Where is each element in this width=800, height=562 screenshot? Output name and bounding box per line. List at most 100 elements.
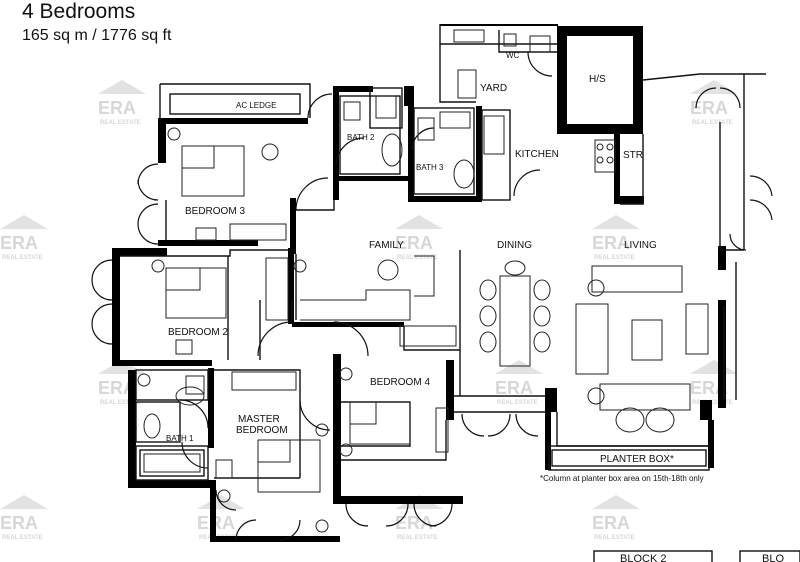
plant <box>587 279 605 297</box>
svg-text:ERA: ERA <box>0 233 38 253</box>
block-tab-box <box>593 550 713 562</box>
era-watermark: ERA REAL ESTATE <box>592 495 640 541</box>
window-swing <box>515 413 539 437</box>
window-swing <box>91 303 113 325</box>
svg-text:REAL ESTATE: REAL ESTATE <box>100 120 141 126</box>
svg-text:REAL ESTATE: REAL ESTATE <box>594 535 635 541</box>
window-swing <box>137 203 159 225</box>
wardrobe <box>265 257 289 321</box>
svg-text:REAL ESTATE: REAL ESTATE <box>2 255 43 261</box>
window-swing <box>429 503 453 527</box>
svg-text:REAL ESTATE: REAL ESTATE <box>692 120 733 126</box>
window-swing <box>137 223 159 245</box>
window-swing <box>137 179 159 201</box>
svg-text:REAL ESTATE: REAL ESTATE <box>594 255 635 261</box>
chair <box>261 143 279 161</box>
door-swing <box>719 87 741 109</box>
plan-title: 4 Bedrooms <box>22 0 136 23</box>
door-swing <box>411 127 435 151</box>
svg-text:ERA: ERA <box>592 513 630 533</box>
counter <box>439 111 471 129</box>
door-swing <box>335 137 365 167</box>
window-swing <box>235 519 257 541</box>
door-swing <box>513 169 541 197</box>
label-wc: WC <box>506 51 520 60</box>
tv-console <box>599 383 691 411</box>
door-swing <box>257 321 293 357</box>
room-labels: AC LEDGE BATH 2 BATH 3 WC YARD H/S KITCH… <box>166 51 704 483</box>
sofa <box>300 289 411 321</box>
svg-text:REAL ESTATE: REAL ESTATE <box>397 535 438 541</box>
window-swing <box>729 233 747 251</box>
label-hs: H/S <box>589 74 606 85</box>
coffee-table <box>631 319 663 361</box>
era-watermark: ERA REAL ESTATE <box>395 215 443 261</box>
dining-table <box>499 275 531 367</box>
bathtub <box>381 133 403 167</box>
window-swing <box>345 503 369 527</box>
walls <box>112 24 726 542</box>
door-swing <box>299 399 331 431</box>
bed <box>349 401 411 445</box>
block-tab-label: BLOCK 2 <box>620 553 666 562</box>
bed <box>165 267 227 319</box>
door-swings <box>91 51 773 541</box>
watermark-layer: ERA REAL ESTATE ERA REAL ESTATE ERA REAL… <box>0 80 738 541</box>
block-tabs: BLOCK 2 BLO <box>593 550 800 562</box>
label-bedroom2: BEDROOM 2 <box>168 327 228 338</box>
era-watermark: ERA REAL ESTATE <box>0 495 48 541</box>
era-watermark: ERA REAL ESTATE <box>592 215 640 261</box>
window-swing <box>91 279 113 301</box>
plan-area: 165 sq m / 1776 sq ft <box>22 27 172 44</box>
label-master-line2: BEDROOM <box>236 425 288 436</box>
svg-text:ERA: ERA <box>592 233 630 253</box>
door-swing <box>307 93 333 119</box>
label-bedroom3: BEDROOM 3 <box>185 206 245 217</box>
wardrobe <box>435 407 449 453</box>
toilet <box>185 375 205 395</box>
thin-lines <box>120 24 766 481</box>
door-swing <box>527 51 553 77</box>
hob <box>594 139 616 173</box>
svg-text:ERA: ERA <box>395 513 433 533</box>
bathtub-inner <box>143 453 201 473</box>
door-swing <box>179 399 209 429</box>
door-swing <box>295 177 329 211</box>
label-dining: DINING <box>497 240 532 251</box>
era-watermark: ERA REAL ESTATE <box>98 80 146 126</box>
window-swing <box>487 413 511 437</box>
plant <box>339 367 353 381</box>
window-swing <box>461 413 485 437</box>
era-watermark: ERA REAL ESTATE <box>690 360 738 406</box>
wardrobe <box>229 223 287 241</box>
window-swing <box>215 489 237 511</box>
washer <box>457 69 477 99</box>
svg-text:REAL ESTATE: REAL ESTATE <box>497 400 538 406</box>
chair <box>175 339 193 355</box>
armchair <box>685 303 709 355</box>
furniture <box>137 29 709 533</box>
desk <box>215 459 233 479</box>
door-swing <box>181 441 209 469</box>
bed <box>181 145 245 197</box>
svg-text:ERA: ERA <box>98 378 136 398</box>
era-watermark: ERA REAL ESTATE <box>495 360 543 406</box>
door-swing <box>695 87 717 109</box>
sofa <box>591 265 683 293</box>
svg-text:ERA: ERA <box>690 98 728 118</box>
svg-text:ERA: ERA <box>197 513 235 533</box>
plant <box>151 259 165 273</box>
label-living: LIVING <box>624 240 657 251</box>
toilet <box>417 117 435 141</box>
svg-text:REAL ESTATE: REAL ESTATE <box>692 400 733 406</box>
svg-text:ERA: ERA <box>495 378 533 398</box>
era-watermark: ERA REAL ESTATE <box>690 80 738 126</box>
label-bath3: BATH 3 <box>416 163 444 172</box>
sofa <box>575 303 609 375</box>
bed <box>257 439 321 493</box>
label-str: STR <box>623 150 643 161</box>
label-yard: YARD <box>480 83 507 94</box>
label-kitchen: KITCHEN <box>515 149 559 160</box>
block-tab-label: BLO <box>762 553 784 562</box>
window-swing <box>385 503 409 527</box>
